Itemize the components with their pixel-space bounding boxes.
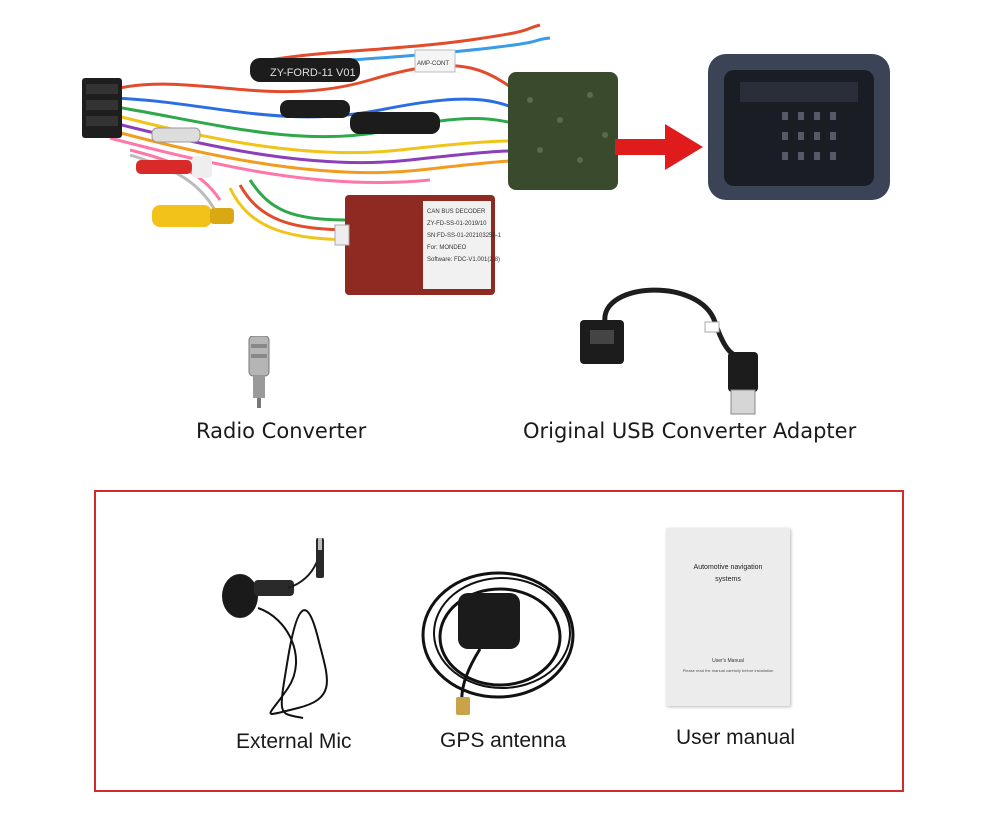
decoder-label-3: SN:FD-SS-01-202103256-1	[427, 233, 502, 239]
decoder-label-2: ZY-FD-SS-01-2019/10	[427, 221, 487, 227]
connector-closeup-image	[708, 54, 890, 200]
decoder-label-4: For: MONDEO	[427, 245, 467, 251]
gps-antenna-image	[421, 571, 575, 715]
external-mic-image	[222, 538, 328, 719]
decoder-label-5: Software: FDC-V1.001(2-8)	[427, 257, 500, 263]
included-items-frame	[94, 490, 904, 792]
manual-title-line1: Automotive navigation	[693, 564, 763, 571]
manual-subtitle: User's Manual	[712, 658, 744, 664]
wiring-harness-image: ZY-FORD-11 V01 AMP-CONT CAN BUS DECODER …	[82, 23, 618, 295]
manual-note: Please read the manual carefully before …	[682, 668, 774, 673]
amp-tag: AMP-CONT	[417, 61, 449, 67]
harness-tag: ZY-FORD-11 V01	[270, 67, 356, 79]
radio-converter-image	[248, 336, 270, 408]
red-arrow-icon	[615, 124, 703, 170]
usb-adapter-caption: Original USB Converter Adapter	[523, 419, 857, 443]
radio-converter-caption: Radio Converter	[196, 419, 367, 443]
user-manual-caption: User manual	[676, 726, 796, 749]
external-mic-caption: External Mic	[236, 730, 352, 753]
decoder-label-1: CAN BUS DECODER	[427, 209, 486, 215]
user-manual-booklet: Automotive navigation systems User's Man…	[666, 528, 790, 706]
manual-title-line2: systems	[715, 576, 741, 583]
gps-antenna-caption: GPS antenna	[440, 729, 567, 752]
usb-adapter-image	[580, 287, 758, 415]
